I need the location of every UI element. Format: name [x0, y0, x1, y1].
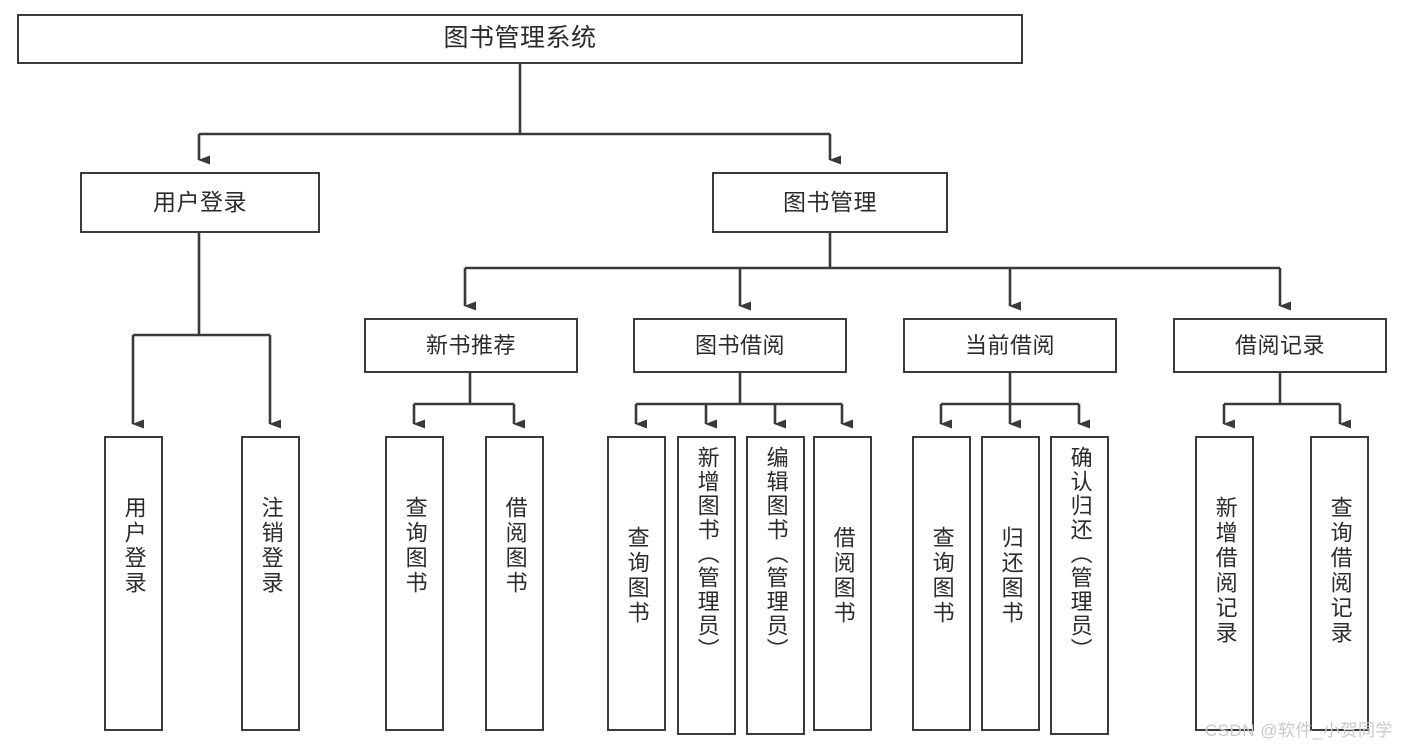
node-user-login[interactable]: 用户登录	[80, 172, 320, 233]
node-leaf-query-record[interactable]: 查询借阅记录	[1310, 436, 1369, 731]
node-leaf-logout-login[interactable]: 注销登录	[241, 436, 300, 731]
node-leaf-return-book[interactable]: 归还图书	[981, 436, 1040, 731]
node-leaf-query-record-label: 查询借阅记录	[1327, 496, 1353, 646]
node-leaf-query-book-2[interactable]: 查询图书	[607, 436, 666, 731]
node-current-borrow[interactable]: 当前借阅	[903, 318, 1117, 373]
node-user-login-label: 用户登录	[153, 188, 247, 215]
node-leaf-query-book-1-label: 查询图书	[402, 496, 428, 596]
node-leaf-edit-book[interactable]: 编辑图书（管理员）	[746, 436, 805, 735]
node-book-borrow[interactable]: 图书借阅	[633, 318, 847, 373]
node-borrow-record-label: 借阅记录	[1234, 332, 1325, 358]
node-leaf-user-login-label: 用户登录	[121, 496, 147, 596]
node-root[interactable]: 图书管理系统	[17, 14, 1023, 64]
node-leaf-borrow-book-1[interactable]: 借阅图书	[485, 436, 544, 731]
node-leaf-query-book-3[interactable]: 查询图书	[912, 436, 971, 731]
node-leaf-query-book-1[interactable]: 查询图书	[385, 436, 444, 731]
node-leaf-borrow-book-2[interactable]: 借阅图书	[813, 436, 872, 731]
node-current-borrow-label: 当前借阅	[964, 332, 1055, 358]
node-leaf-add-book[interactable]: 新增图书（管理员）	[677, 436, 736, 735]
node-new-book-recommend[interactable]: 新书推荐	[364, 318, 578, 373]
watermark-text: CSDN @软件_小贺同学	[1204, 721, 1393, 740]
node-leaf-return-book-label: 归还图书	[998, 526, 1024, 626]
node-leaf-confirm-return[interactable]: 确认归还（管理员）	[1050, 436, 1109, 735]
node-book-manage[interactable]: 图书管理	[712, 172, 948, 233]
node-leaf-query-book-2-label: 查询图书	[624, 526, 650, 626]
node-leaf-borrow-book-1-label: 借阅图书	[502, 496, 528, 596]
node-leaf-add-book-label: 新增图书（管理员）	[694, 446, 720, 662]
node-leaf-add-record-label: 新增借阅记录	[1212, 496, 1238, 646]
node-borrow-record[interactable]: 借阅记录	[1173, 318, 1387, 373]
node-book-borrow-label: 图书借阅	[694, 332, 785, 358]
node-leaf-edit-book-label: 编辑图书（管理员）	[763, 446, 789, 662]
node-leaf-borrow-book-2-label: 借阅图书	[830, 526, 856, 626]
node-leaf-confirm-return-label: 确认归还（管理员）	[1067, 446, 1093, 662]
node-new-book-recommend-label: 新书推荐	[425, 332, 516, 358]
node-root-label: 图书管理系统	[443, 24, 597, 53]
node-leaf-user-login[interactable]: 用户登录	[104, 436, 163, 731]
node-leaf-logout-login-label: 注销登录	[258, 496, 284, 596]
node-leaf-add-record[interactable]: 新增借阅记录	[1195, 436, 1254, 731]
node-leaf-query-book-3-label: 查询图书	[929, 526, 955, 626]
node-book-manage-label: 图书管理	[783, 188, 877, 215]
